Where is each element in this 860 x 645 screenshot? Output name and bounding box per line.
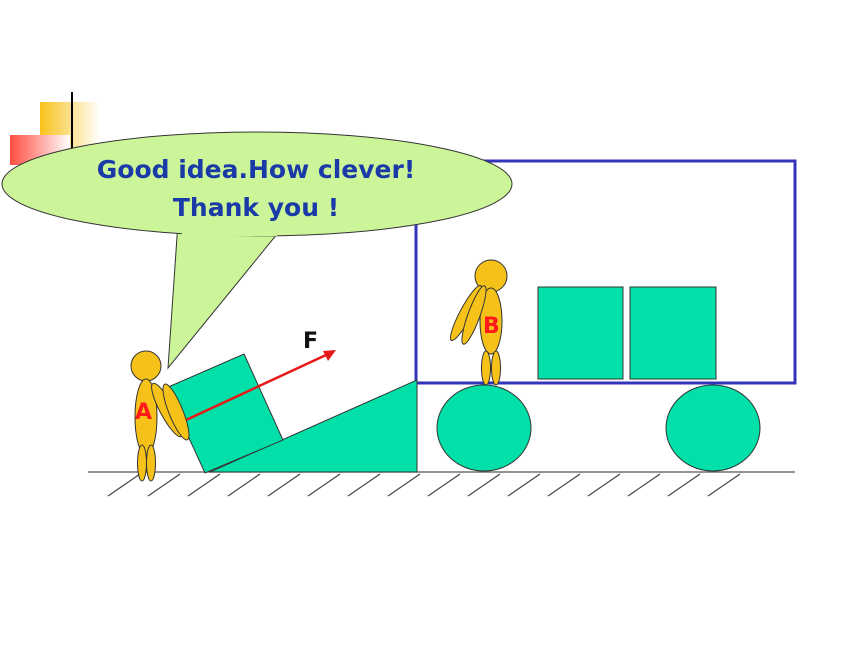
truck-wheel-front: [436, 384, 532, 472]
truck-wheel-rear: [665, 384, 761, 472]
speech-bubble: [1, 131, 513, 370]
person-b-label: B: [483, 314, 500, 339]
cargo-crate-left: [537, 286, 624, 380]
ground: [88, 471, 795, 497]
person-a-label: A: [135, 400, 152, 425]
force-label: F: [303, 329, 318, 354]
cargo-crate-right: [629, 286, 717, 380]
truck-cargo-box: [414, 159, 797, 385]
force-arrow: [185, 350, 336, 422]
person-b: [450, 259, 508, 386]
speech-line-1: Good idea.How clever!: [97, 155, 415, 184]
speech-line-2: Thank you !: [173, 193, 339, 222]
truck: [414, 159, 797, 472]
pushed-box: [165, 353, 284, 474]
person-a: [130, 350, 190, 482]
